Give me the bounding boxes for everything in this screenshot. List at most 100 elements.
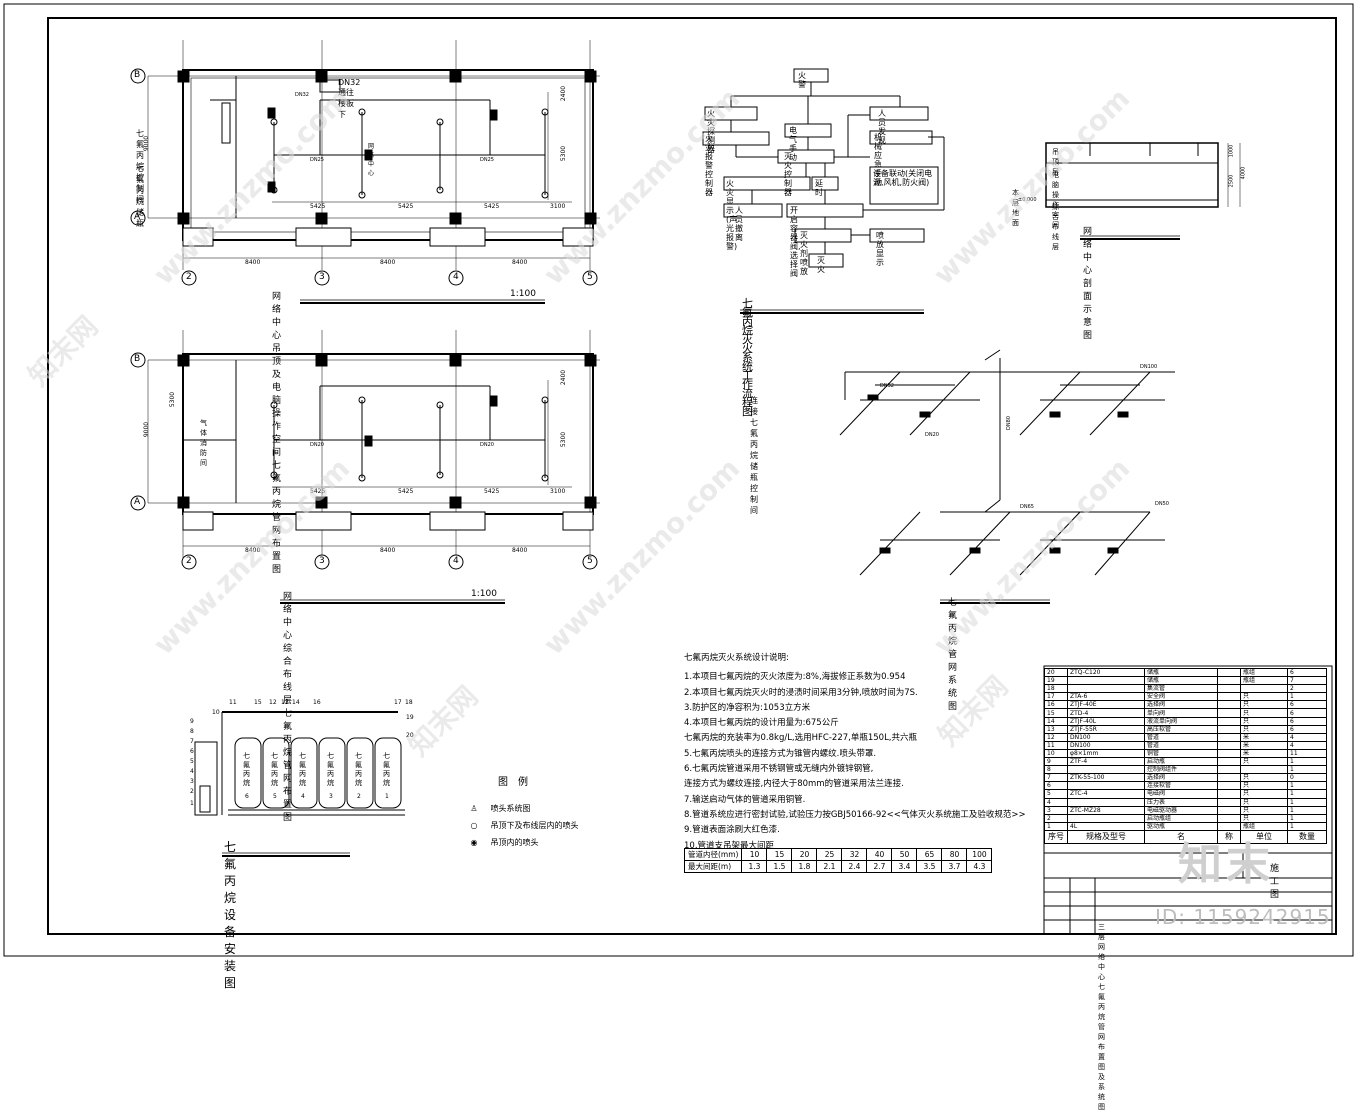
note-line: 7.输送启动气体的管道采用铜管. <box>684 794 806 805</box>
plan-1-ceiling <box>147 40 600 304</box>
callout-3: 3 <box>190 778 194 785</box>
table-cell: 米 <box>1240 748 1288 759</box>
plan2-dim-sub: 5300 <box>560 431 568 448</box>
table-cell: 单向阀 <box>1144 708 1218 718</box>
table-cell <box>1217 805 1241 815</box>
table-cell: 高压软管 <box>1144 724 1218 734</box>
table-cell: 1 <box>1044 821 1068 831</box>
plan1-span-1: 5425 <box>310 203 326 210</box>
plan1-label-cylinder: 七氟丙烷储瓶 <box>136 164 144 228</box>
flow-node-linkage: 设备联动(关闭电源,风机,防火阀) <box>873 169 933 187</box>
table-cell <box>1217 789 1241 799</box>
table-cell: 2 <box>1044 813 1068 823</box>
flow-node-mech: 机械应急手动 <box>874 133 882 187</box>
section-label-space: 电脑操作空间 <box>1052 171 1059 229</box>
grid-col-4-2: 4 <box>453 556 459 566</box>
table-cell: 4L <box>1067 821 1145 831</box>
plan2-span-2: 5425 <box>398 488 414 495</box>
table-cell: 14 <box>1044 716 1068 726</box>
table-cell: 3.7 <box>941 860 968 873</box>
table-cell <box>1217 748 1241 759</box>
note-line: 5.七氟丙烷喷头的连接方式为锥管内螺纹.喷头带罩. <box>684 748 877 759</box>
table-cell: 只 <box>1240 781 1288 791</box>
cylinder-no-2: 2 <box>357 793 361 800</box>
section-label-ceiling: 吊顶层 <box>1052 148 1059 176</box>
plan2-bay-3: 8400 <box>512 547 528 554</box>
flow-node-open-valve: 开启容器阀,选择阀 <box>790 206 801 278</box>
callout-2: 2 <box>190 788 194 795</box>
table-cell <box>1217 797 1241 807</box>
table-cell: 6 <box>1287 667 1327 678</box>
system-size-1: DN100 <box>1140 364 1158 370</box>
table-cell: 11 <box>1287 748 1327 759</box>
section-label-floor: 本层地面 <box>1012 189 1019 227</box>
legend-item-label: 吊顶下及布线层内的喷头 <box>490 821 579 830</box>
table-cell: 15 <box>1044 708 1068 718</box>
note-line: 6.七氟丙烷管道采用不锈钢管或无缝内外镀锌钢管, <box>684 764 874 775</box>
table-cell <box>1067 797 1145 807</box>
plan2-label-control: 气体消防间 <box>200 419 207 467</box>
table-cell: 3.5 <box>916 860 943 873</box>
callout-18: 18 <box>405 699 413 706</box>
table-cell: 压力表 <box>1144 797 1218 807</box>
nozzle-inside-icon: ◉ <box>470 838 478 847</box>
table-cell: 7 <box>1044 773 1068 783</box>
table-cell <box>1217 667 1241 678</box>
flow-chart <box>702 68 945 314</box>
legend-title: 图例 <box>498 777 538 788</box>
plan1-scale: 1:100 <box>510 289 536 299</box>
nozzle-below-icon: ○ <box>470 821 478 830</box>
legend-item: ♙ 喷头系统图 <box>460 803 530 814</box>
cylinder-text-4: 七氟丙烷 <box>327 752 334 787</box>
table-cell: ZTF-4 <box>1067 757 1145 767</box>
note-line: 9.管道表面涂刷大红色漆. <box>684 825 780 836</box>
table-cell: 50 <box>891 848 918 861</box>
table-header-cell: 序号 <box>1044 829 1068 844</box>
table-cell: 铜管 <box>1144 748 1218 759</box>
table-cell: 只 <box>1240 716 1288 726</box>
plan2-bay-2: 8400 <box>380 547 396 554</box>
table-cell: DN100 <box>1067 732 1145 742</box>
flow-node-detector: 火灾探测器 <box>707 109 715 154</box>
table-cell: 1.5 <box>766 860 793 873</box>
flow-node-extinguish: 灭火 <box>817 256 825 274</box>
table-cell <box>1067 765 1145 775</box>
table-cell: 只 <box>1240 813 1288 823</box>
table-cell: 1 <box>1287 813 1327 823</box>
plan2-title: 网络中心综合布线层七氟丙烷管网布置图 <box>283 592 293 823</box>
table-cell: 12 <box>1044 732 1068 742</box>
pipe-support-table: 管道内径(mm) 10 15 20 25 32 40 50 65 80 100 … <box>683 848 993 873</box>
notes-heading: 七氟丙烷灭火系统设计说明: <box>684 653 789 663</box>
table-cell: ZTJF-55R <box>1067 724 1145 734</box>
table-cell: 19 <box>1044 676 1068 686</box>
table-cell: 5 <box>1044 789 1068 799</box>
plan2-span-end: 3100 <box>550 488 566 495</box>
callout-12: 12 <box>269 699 277 706</box>
cylinder-no-3: 3 <box>329 793 333 800</box>
flow-node-discharge: 灭火剂喷放 <box>800 231 808 276</box>
nozzle-system-icon: ♙ <box>470 804 478 813</box>
note-line: 3.防护区的净容积为:1053立方米 <box>684 702 811 713</box>
section-level: ±0.000 <box>1018 197 1037 203</box>
table-cell <box>1240 765 1288 775</box>
table-cell: 启动瓶 <box>1144 757 1218 767</box>
table-cell <box>1217 813 1241 823</box>
callout-16: 16 <box>313 699 321 706</box>
table-cell: 20 <box>791 848 818 861</box>
table-cell: 只 <box>1240 724 1288 734</box>
table-cell: ZTD-4 <box>1067 708 1145 718</box>
section-view <box>1045 142 1241 240</box>
table-cell: 4 <box>1287 740 1327 750</box>
table-cell <box>1217 724 1241 734</box>
table-cell <box>1217 684 1241 694</box>
callout-14: 14 <box>292 699 300 706</box>
section-title: 网络中心剖面示意图 <box>1083 227 1093 341</box>
note-line: 4.本项目七氟丙烷的设计用量为:675公斤 <box>684 718 839 729</box>
table-cell <box>1217 716 1241 726</box>
callout-8: 8 <box>190 728 194 735</box>
grid-row-b-1: B <box>134 70 141 80</box>
